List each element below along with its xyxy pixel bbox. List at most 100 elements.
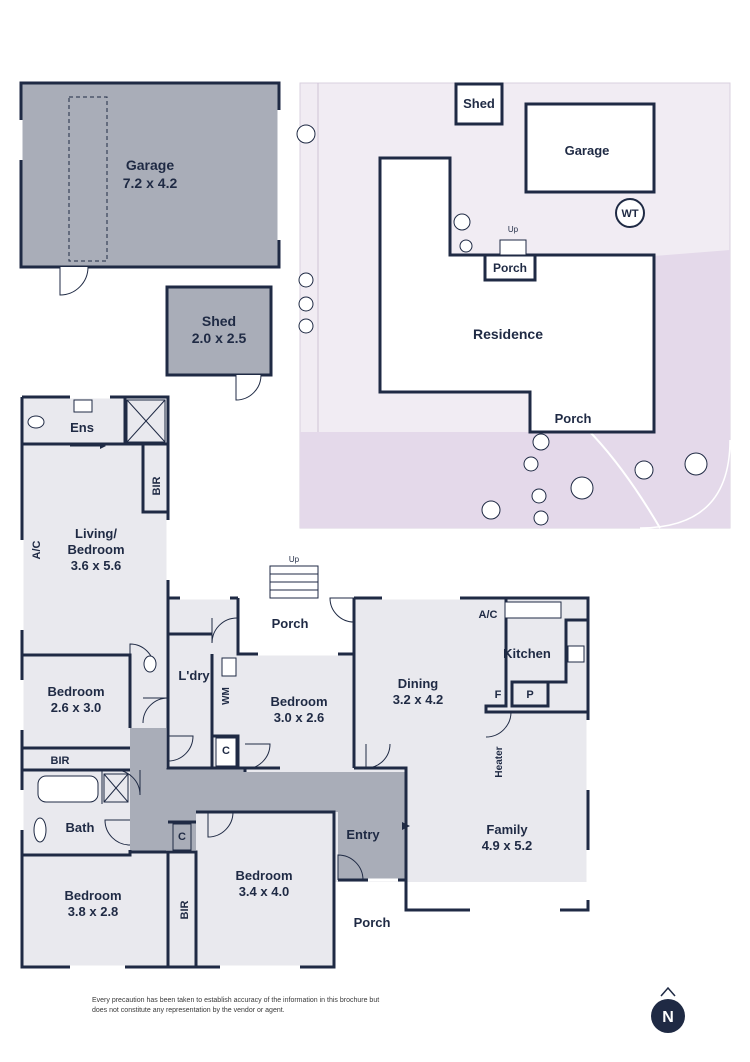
bath-shower-line [103, 773, 129, 803]
tree-icon [634, 460, 654, 480]
compass-icon [651, 999, 685, 1033]
door-swing [329, 597, 355, 623]
driveway-curve [639, 439, 731, 529]
bedroom-a-label: Bedroom [47, 684, 104, 699]
toilet-icon [27, 415, 45, 429]
bir-upper-label: BIR [151, 476, 163, 495]
sink-icon [504, 601, 562, 619]
tree-icon [481, 500, 501, 520]
wall-segment [212, 734, 240, 768]
house: Ens BIR A/C Living/ Bedroom 3.6 x 5.6 Be… [20, 395, 590, 969]
bir-lower-label: BIR [51, 755, 70, 767]
porch-mid-label: Porch [272, 616, 309, 631]
site-garage-label: Garage [565, 143, 610, 158]
disclaimer: Every precaution has been taken to estab… [92, 997, 380, 1014]
shed-size: 2.0 x 2.5 [192, 330, 247, 346]
compass-label: N [662, 1009, 674, 1026]
cupboard-laundry-label: C [222, 745, 230, 757]
residence-porch-top [483, 253, 537, 282]
wall-segment [166, 598, 245, 770]
garage-side-door [59, 266, 89, 296]
room-labels: Ens BIR A/C Living/ Bedroom 3.6 x 5.6 Be… [31, 420, 551, 930]
tree-icon [570, 476, 594, 500]
shed-label: Shed [202, 313, 236, 329]
bath-shower-icon [103, 773, 129, 803]
wall-segment [141, 444, 168, 514]
tree-icon [531, 488, 547, 504]
basin-icon [73, 399, 93, 413]
garage [19, 81, 281, 269]
bedroom-d-size: 3.0 x 2.6 [274, 710, 325, 725]
shed [165, 285, 273, 377]
hallway-west [130, 728, 166, 852]
front-lawn-left [300, 432, 530, 528]
heater-label: Heater [494, 746, 505, 777]
residence-label: Residence [473, 326, 543, 342]
bedroom-d-label: Bedroom [270, 694, 327, 709]
fixtures [27, 399, 585, 851]
tree-icon [532, 433, 550, 451]
dining-size: 3.2 x 4.2 [393, 692, 444, 707]
door-swing [485, 711, 512, 738]
outbuildings: Garage 7.2 x 4.2 Shed 2.0 x 2.5 [19, 81, 281, 401]
fridge-label: F [495, 689, 502, 701]
sliding-door-arrow-icon [402, 822, 410, 830]
door-swing [365, 743, 391, 769]
garage-inspection-pit [68, 96, 108, 262]
tree-icon [523, 456, 539, 472]
vanity-basin-icon [33, 817, 47, 843]
door-swing [104, 819, 131, 846]
porch-up-label: Up [289, 555, 300, 564]
water-tank-icon [615, 198, 645, 228]
tree-icon [533, 510, 549, 526]
wall-segment [548, 618, 588, 684]
porch-entry-area [334, 882, 590, 968]
tree-icon [296, 124, 316, 144]
tree-icon [298, 318, 314, 334]
bathtub-icon [37, 775, 99, 803]
site-plan: Shed Garage WT Porch Up Residence Porch [296, 82, 731, 529]
ac-kitchen-label: A/C [479, 609, 498, 621]
bedroom-a-size: 2.6 x 3.0 [51, 700, 102, 715]
door-swing [244, 743, 271, 770]
entry-label: Entry [346, 827, 380, 842]
hallway [130, 728, 406, 880]
residence-up-label: Up [508, 225, 519, 234]
north-compass: N [651, 986, 685, 1033]
kitchen-label: Kitchen [503, 646, 551, 661]
cooktop-icon [567, 645, 585, 663]
wall-segment [354, 766, 408, 772]
door-swing [211, 617, 238, 644]
bedroom-b-size: 3.8 x 2.8 [68, 904, 119, 919]
laundry-label: L'dry [178, 668, 210, 683]
shower-icon-line [126, 399, 166, 443]
dining-label: Dining [398, 676, 438, 691]
windows [20, 395, 590, 969]
residence-steps [499, 239, 527, 256]
door-swing [114, 769, 141, 796]
tree-icon [459, 239, 473, 253]
linen-cupboard-icon [215, 737, 237, 767]
ac-left-label: A/C [31, 540, 43, 559]
residence-porch-top-label: Porch [493, 261, 527, 275]
water-tank-label: WT [621, 208, 638, 220]
ens-label: Ens [70, 420, 94, 435]
residence-porch-bottom-label: Porch [555, 411, 592, 426]
shed-door [235, 374, 262, 401]
wall-segment [130, 850, 198, 967]
living-size: 3.6 x 5.6 [71, 558, 122, 573]
powder-toilet-icon [143, 655, 157, 673]
porch-mid-area [238, 598, 354, 654]
trees [296, 124, 708, 526]
tree-icon [684, 452, 708, 476]
door-swing [207, 811, 234, 838]
bedroom-c-size: 3.4 x 4.0 [239, 884, 290, 899]
family-label: Family [486, 822, 528, 837]
wall-segment [484, 598, 588, 714]
bedroom-b-label: Bedroom [64, 888, 121, 903]
bedroom-c-label: Bedroom [235, 868, 292, 883]
arrow-icon [100, 443, 106, 449]
bath-label: Bath [66, 820, 95, 835]
family-size: 4.9 x 5.2 [482, 838, 533, 853]
site-shed-label: Shed [463, 96, 495, 111]
